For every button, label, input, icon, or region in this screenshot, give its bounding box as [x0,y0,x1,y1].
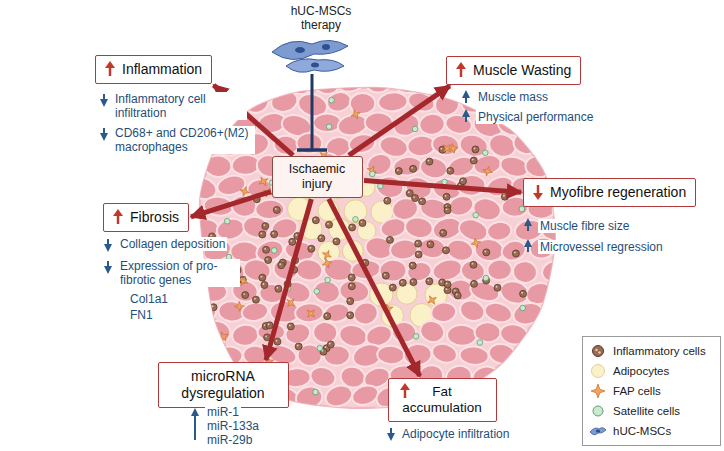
trend-arrow-icon [399,383,411,399]
effect-arrow [364,180,521,192]
legend-text: Inflammatory cells [613,345,706,357]
legend-row: hUC-MSCs [589,421,714,441]
legend-text: Satellite cells [613,405,680,417]
effect-label: Inflammatory cell infiltration [113,92,247,120]
legend-symbol [589,382,607,400]
effect-label: Expression of pro-fibrotic genes [118,259,240,287]
effect-arrow [191,192,271,217]
legend-symbol [589,362,607,380]
effect-label: CD68+ and CD206+(M2) macrophages [113,126,255,154]
effect-label: Col1a1 [128,292,170,306]
effect-arrow [329,199,420,376]
legend-row: Inflammatory cells [589,341,714,361]
trend-arrow-icon [104,61,116,77]
box-title: Fibrosis [130,209,179,226]
outcome-box: microRNA dysregulation [158,362,289,408]
effect-arrow [266,199,311,360]
legend-text: hUC-MSCs [613,425,671,437]
legend-symbol [589,342,607,360]
trend-arrow-icon [532,184,544,200]
box-title: Muscle Wasting [473,62,571,79]
outcome-box: Muscle Wasting [446,56,581,85]
trend-arrow-icon [455,62,467,78]
effect-label: Microvessel regression [538,240,665,254]
effect-label: Physical performance [476,110,595,124]
inhibition-line [297,74,327,150]
effect-label: Collagen deposition [118,237,227,251]
therapy-label: hUC-MSCs therapy [284,4,358,32]
box-title: Ischaemic injury [281,162,353,192]
outcome-box: Fibrosis [103,203,189,232]
effect-label: Muscle fibre size [538,219,631,233]
box-title: Fat accumulation [397,384,487,416]
effect-label: Adipocyte infiltration [400,427,511,441]
stem-cell-icon [272,40,348,72]
effect-label: miR-133a [205,419,261,433]
legend-text: Adipocytes [613,365,669,377]
box-title: microRNA dysregulation [167,368,279,402]
legend-row: Adipocytes [589,361,714,381]
outcome-box: Fat accumulation [388,378,497,422]
box-title: Myofibre regeneration [550,184,686,201]
effect-arrow [349,86,450,156]
injury-box: Ischaemic injury [272,156,363,198]
trend-arrow-icon [112,209,124,225]
legend-text: FAP cells [613,385,661,397]
legend-row: FAP cells [589,381,714,401]
effect-label: FN1 [128,308,155,322]
outcome-box: Myofibre regeneration [523,178,696,207]
effect-arrows [104,94,528,440]
legend-symbol [589,422,607,440]
effect-label: Muscle mass [476,90,550,104]
legend-symbol [589,402,607,420]
legend-box: Inflammatory cellsAdipocytesFAP cellsSat… [582,336,721,446]
box-title: Inflammation [122,61,202,78]
effect-label: miR-29b [205,433,254,447]
legend-row: Satellite cells [589,401,714,421]
outcome-box: Inflammation [95,55,212,84]
effect-label: miR-1 [205,405,241,419]
